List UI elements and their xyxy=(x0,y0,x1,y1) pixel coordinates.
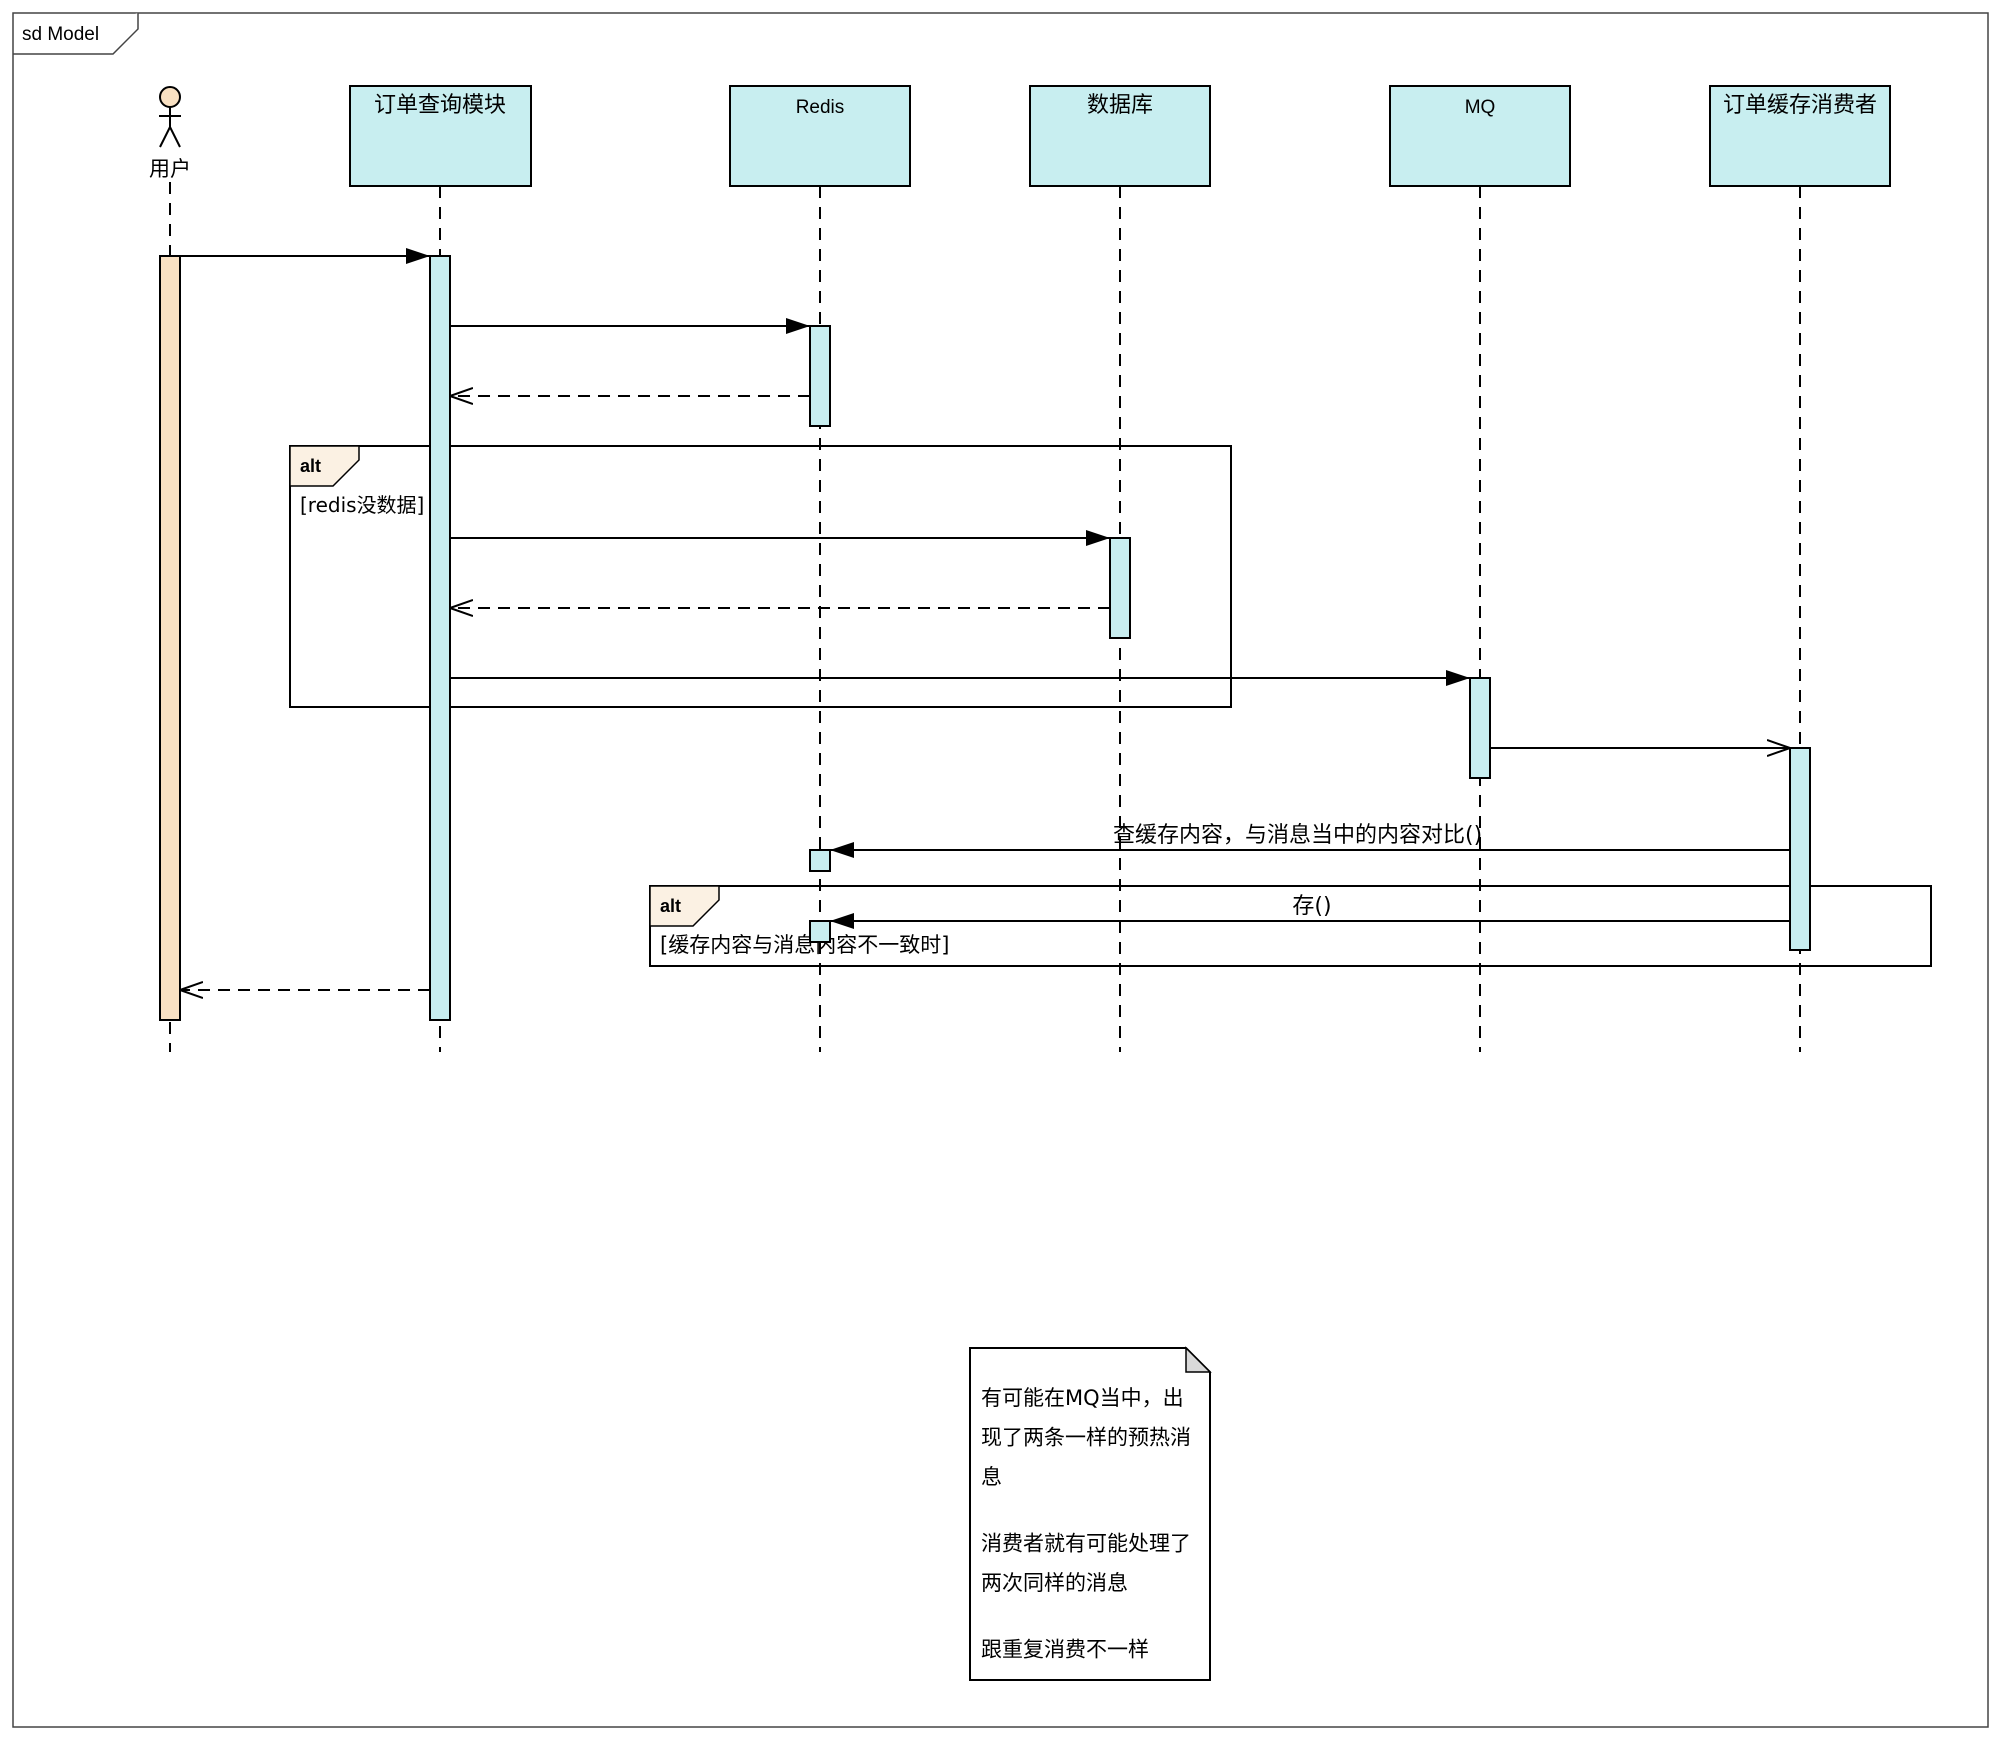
actor-name: 用户 xyxy=(149,157,191,181)
activation-user[interactable] xyxy=(159,255,181,1021)
fragment-operator-tab xyxy=(649,885,720,927)
note-line: 有可能在MQ当中，出 xyxy=(981,1386,1184,1410)
lifeline-name: Redis xyxy=(796,97,845,118)
fragment-operator: alt xyxy=(660,896,681,916)
lifeline-order-query[interactable]: 订单查询模块 xyxy=(349,85,532,187)
activation-mq[interactable] xyxy=(1469,677,1491,779)
note-fold-icon xyxy=(1185,1346,1212,1373)
message-label-store: 存() xyxy=(1292,894,1331,919)
fragment-operator-tab xyxy=(289,445,360,487)
note-line: 息 xyxy=(981,1465,1002,1489)
fragment-operator: alt xyxy=(300,456,321,476)
activation-redis-2[interactable] xyxy=(809,849,831,872)
lifeline-database[interactable]: 数据库 xyxy=(1029,85,1211,187)
lifeline-name: 订单缓存消费者 xyxy=(1723,93,1877,118)
activation-redis-1[interactable] xyxy=(809,325,831,427)
fragment-guard: [redis没数据] xyxy=(300,493,424,517)
alt-fragment-cache-mismatch: alt [缓存内容与消息内容不一致时] xyxy=(649,885,1932,967)
lifeline-redis[interactable]: Redis xyxy=(729,85,911,187)
note-line: 两次同样的消息 xyxy=(981,1571,1128,1595)
note-line: 消费者就有可能处理了 xyxy=(981,1532,1191,1556)
activation-order-query[interactable] xyxy=(429,255,451,1021)
messages: 查缓存内容，与消息当中的内容对比() 存() xyxy=(180,248,1790,990)
lifeline-name: 订单查询模块 xyxy=(374,93,506,118)
lifeline-name: MQ xyxy=(1465,97,1496,118)
note-line: 跟重复消费不一样 xyxy=(981,1638,1149,1662)
alt-fragment-redis-empty: alt [redis没数据] xyxy=(289,445,1232,708)
note-line: 现了两条一样的预热消 xyxy=(981,1426,1191,1450)
activation-database[interactable] xyxy=(1109,537,1131,639)
lifeline-name: 数据库 xyxy=(1087,93,1153,118)
actor-user[interactable]: 用户 xyxy=(149,86,191,181)
lifeline-consumer[interactable]: 订单缓存消费者 xyxy=(1709,85,1891,187)
frame-label: sd Model xyxy=(22,24,99,45)
lifeline-mq[interactable]: MQ xyxy=(1389,85,1571,187)
note[interactable]: 有可能在MQ当中，出现了两条一样的预热消息消费者就有可能处理了两次同样的消息跟重… xyxy=(969,1346,1212,1681)
message-label-compare: 查缓存内容，与消息当中的内容对比() xyxy=(1113,823,1482,848)
activations xyxy=(159,255,1811,1021)
actor-head-icon xyxy=(159,86,181,108)
activation-redis-3[interactable] xyxy=(809,920,831,943)
note-text: 有可能在MQ当中，出现了两条一样的预热消息消费者就有可能处理了两次同样的消息跟重… xyxy=(981,1386,1191,1662)
activation-consumer[interactable] xyxy=(1789,747,1811,951)
fragment-guard: [缓存内容与消息内容不一致时] xyxy=(660,933,949,957)
